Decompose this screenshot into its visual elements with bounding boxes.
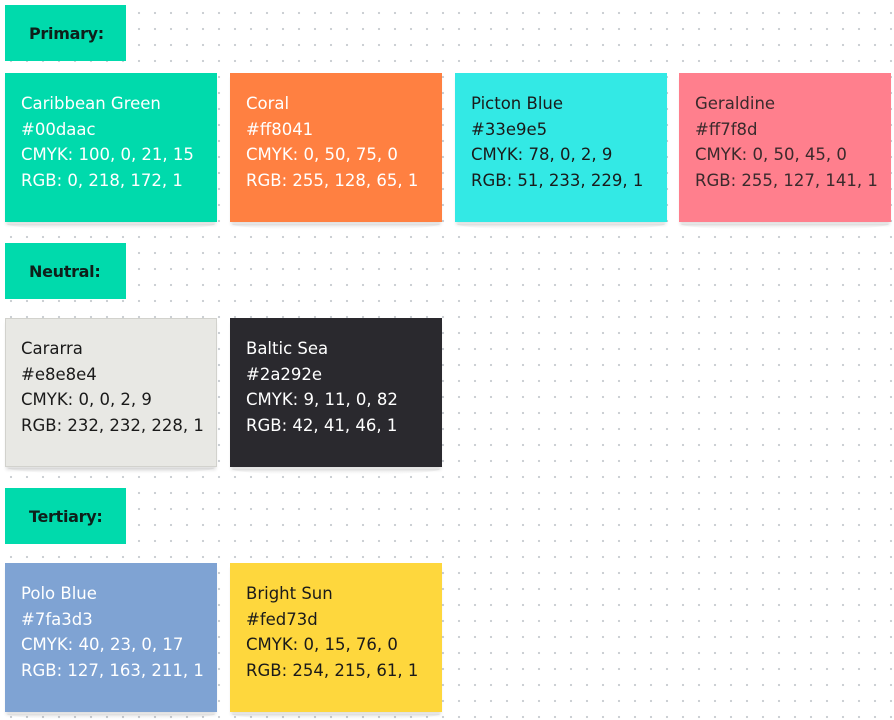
color-hex: #33e9e5 xyxy=(471,119,548,139)
color-hex: #7fa3d3 xyxy=(21,609,93,629)
color-hex: #ff8041 xyxy=(246,119,314,139)
color-hex: #ff7f8d xyxy=(695,119,758,139)
swatch-geraldine[interactable]: Geraldine #ff7f8d CMYK: 0, 50, 45, 0 RGB… xyxy=(679,73,891,230)
color-hex: #2a292e xyxy=(246,364,323,384)
color-cmyk: CMYK: 0, 50, 45, 0 xyxy=(695,145,847,164)
color-name: Caribbean Green xyxy=(21,94,161,113)
color-cmyk: CMYK: 0, 15, 76, 0 xyxy=(246,635,398,654)
color-rgb: RGB: 0, 218, 172, 1 xyxy=(21,170,183,190)
color-cmyk: CMYK: 78, 0, 2, 9 xyxy=(471,145,613,164)
color-rgb: RGB: 51, 233, 229, 1 xyxy=(471,170,644,190)
color-rgb: RGB: 255, 127, 141, 1 xyxy=(695,170,878,190)
color-hex: #00daac xyxy=(21,119,96,139)
swatch-caribbean-green[interactable]: Caribbean Green #00daac CMYK: 100, 0, 21… xyxy=(5,73,217,230)
color-rgb: RGB: 127, 163, 211, 1 xyxy=(21,660,204,680)
color-rgb: RGB: 255, 128, 65, 1 xyxy=(246,170,419,190)
section-label-primary: Primary: xyxy=(5,5,126,61)
swatch-coral[interactable]: Coral #ff8041 CMYK: 0, 50, 75, 0 RGB: 25… xyxy=(230,73,442,230)
color-cmyk: CMYK: 40, 23, 0, 17 xyxy=(21,635,184,654)
color-hex: #fed73d xyxy=(246,609,318,629)
swatch-bright-sun[interactable]: Bright Sun #fed73d CMYK: 0, 15, 76, 0 RG… xyxy=(230,563,442,720)
swatch-polo-blue[interactable]: Polo Blue #7fa3d3 CMYK: 40, 23, 0, 17 RG… xyxy=(5,563,217,720)
swatch-picton-blue[interactable]: Picton Blue #33e9e5 CMYK: 78, 0, 2, 9 RG… xyxy=(455,73,667,230)
color-name: Bright Sun xyxy=(246,584,333,603)
color-name: Cararra xyxy=(21,339,83,358)
color-cmyk: CMYK: 0, 50, 75, 0 xyxy=(246,145,398,164)
color-name: Geraldine xyxy=(695,94,776,113)
color-name: Coral xyxy=(246,94,290,113)
color-cmyk: CMYK: 100, 0, 21, 15 xyxy=(21,145,194,164)
color-cmyk: CMYK: 0, 0, 2, 9 xyxy=(21,390,152,409)
color-name: Polo Blue xyxy=(21,584,97,603)
section-label-tertiary: Tertiary: xyxy=(5,488,126,544)
color-rgb: RGB: 254, 215, 61, 1 xyxy=(246,660,419,680)
swatch-baltic-sea[interactable]: Baltic Sea #2a292e CMYK: 9, 11, 0, 82 RG… xyxy=(230,318,442,475)
section-label-neutral: Neutral: xyxy=(5,243,126,299)
color-rgb: RGB: 232, 232, 228, 1 xyxy=(21,415,204,435)
color-hex: #e8e8e4 xyxy=(21,364,97,384)
swatch-cararra[interactable]: Cararra #e8e8e4 CMYK: 0, 0, 2, 9 RGB: 23… xyxy=(5,318,217,474)
color-cmyk: CMYK: 9, 11, 0, 82 xyxy=(246,390,398,409)
color-rgb: RGB: 42, 41, 46, 1 xyxy=(246,415,398,435)
color-name: Picton Blue xyxy=(471,94,564,113)
color-name: Baltic Sea xyxy=(246,339,329,358)
